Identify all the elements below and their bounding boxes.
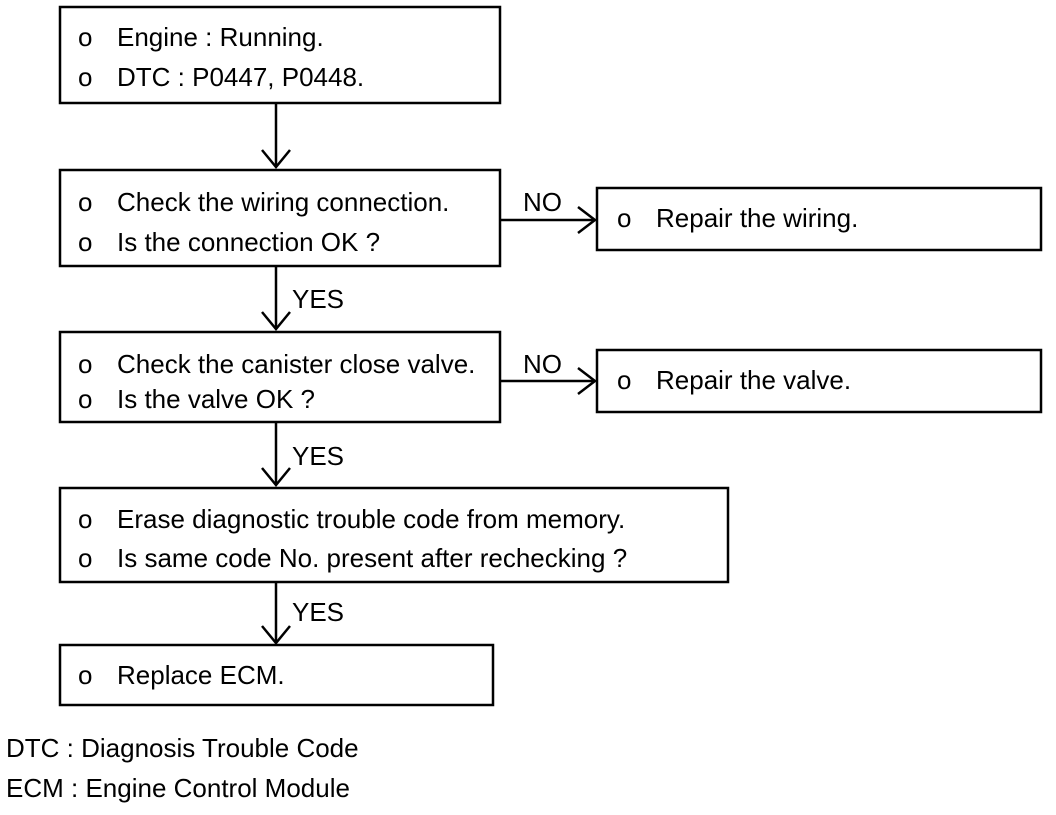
check-valve-line-2: Is the valve OK ? [117,384,315,414]
check-wiring-line-1: Check the wiring connection. [117,187,449,217]
bullet: o [617,203,631,233]
arrow-start-to-wiring [261,103,291,169]
edge-label-yes: YES [292,597,344,627]
arrow-valve-no: NO [500,349,598,395]
arrow-wiring-yes: YES [261,266,344,331]
replace-ecm-box: o Replace ECM. [58,643,495,707]
replace-ecm-line-1: Replace ECM. [117,660,285,690]
edge-label-no: NO [523,349,562,379]
bullet: o [78,227,92,257]
arrow-valve-yes: YES [261,422,344,487]
erase-dtc-line-1: Erase diagnostic trouble code from memor… [117,504,625,534]
legend-dtc: DTC : Diagnosis Trouble Code [6,733,359,763]
edge-label-yes: YES [292,441,344,471]
bullet: o [617,365,631,395]
bullet: o [78,349,92,379]
bullet: o [78,504,92,534]
bullet: o [78,62,92,92]
check-wiring-box: o Check the wiring connection. o Is the … [58,168,502,268]
repair-wiring-box: o Repair the wiring. [595,186,1043,252]
edge-label-yes: YES [292,284,344,314]
bullet: o [78,187,92,217]
start-line-1: Engine : Running. [117,22,324,52]
bullet: o [78,660,92,690]
arrow-wiring-no: NO [500,187,598,234]
bullet: o [78,22,92,52]
check-wiring-line-2: Is the connection OK ? [117,227,380,257]
repair-valve-line-1: Repair the valve. [656,365,851,395]
legend: DTC : Diagnosis Trouble Code ECM : Engin… [6,733,359,803]
erase-dtc-box: o Erase diagnostic trouble code from mem… [58,486,730,584]
bullet: o [78,384,92,414]
start-line-2: DTC : P0447, P0448. [117,62,364,92]
bullet: o [78,543,92,573]
edge-label-no: NO [523,187,562,217]
check-valve-box: o Check the canister close valve. o Is t… [58,330,502,424]
repair-wiring-line-1: Repair the wiring. [656,203,858,233]
start-box: o Engine : Running. o DTC : P0447, P0448… [58,5,502,105]
arrow-erase-yes: YES [261,582,344,645]
legend-ecm: ECM : Engine Control Module [6,773,350,803]
repair-valve-box: o Repair the valve. [595,348,1043,414]
check-valve-line-1: Check the canister close valve. [117,349,475,379]
erase-dtc-line-2: Is same code No. present after recheckin… [117,543,627,573]
